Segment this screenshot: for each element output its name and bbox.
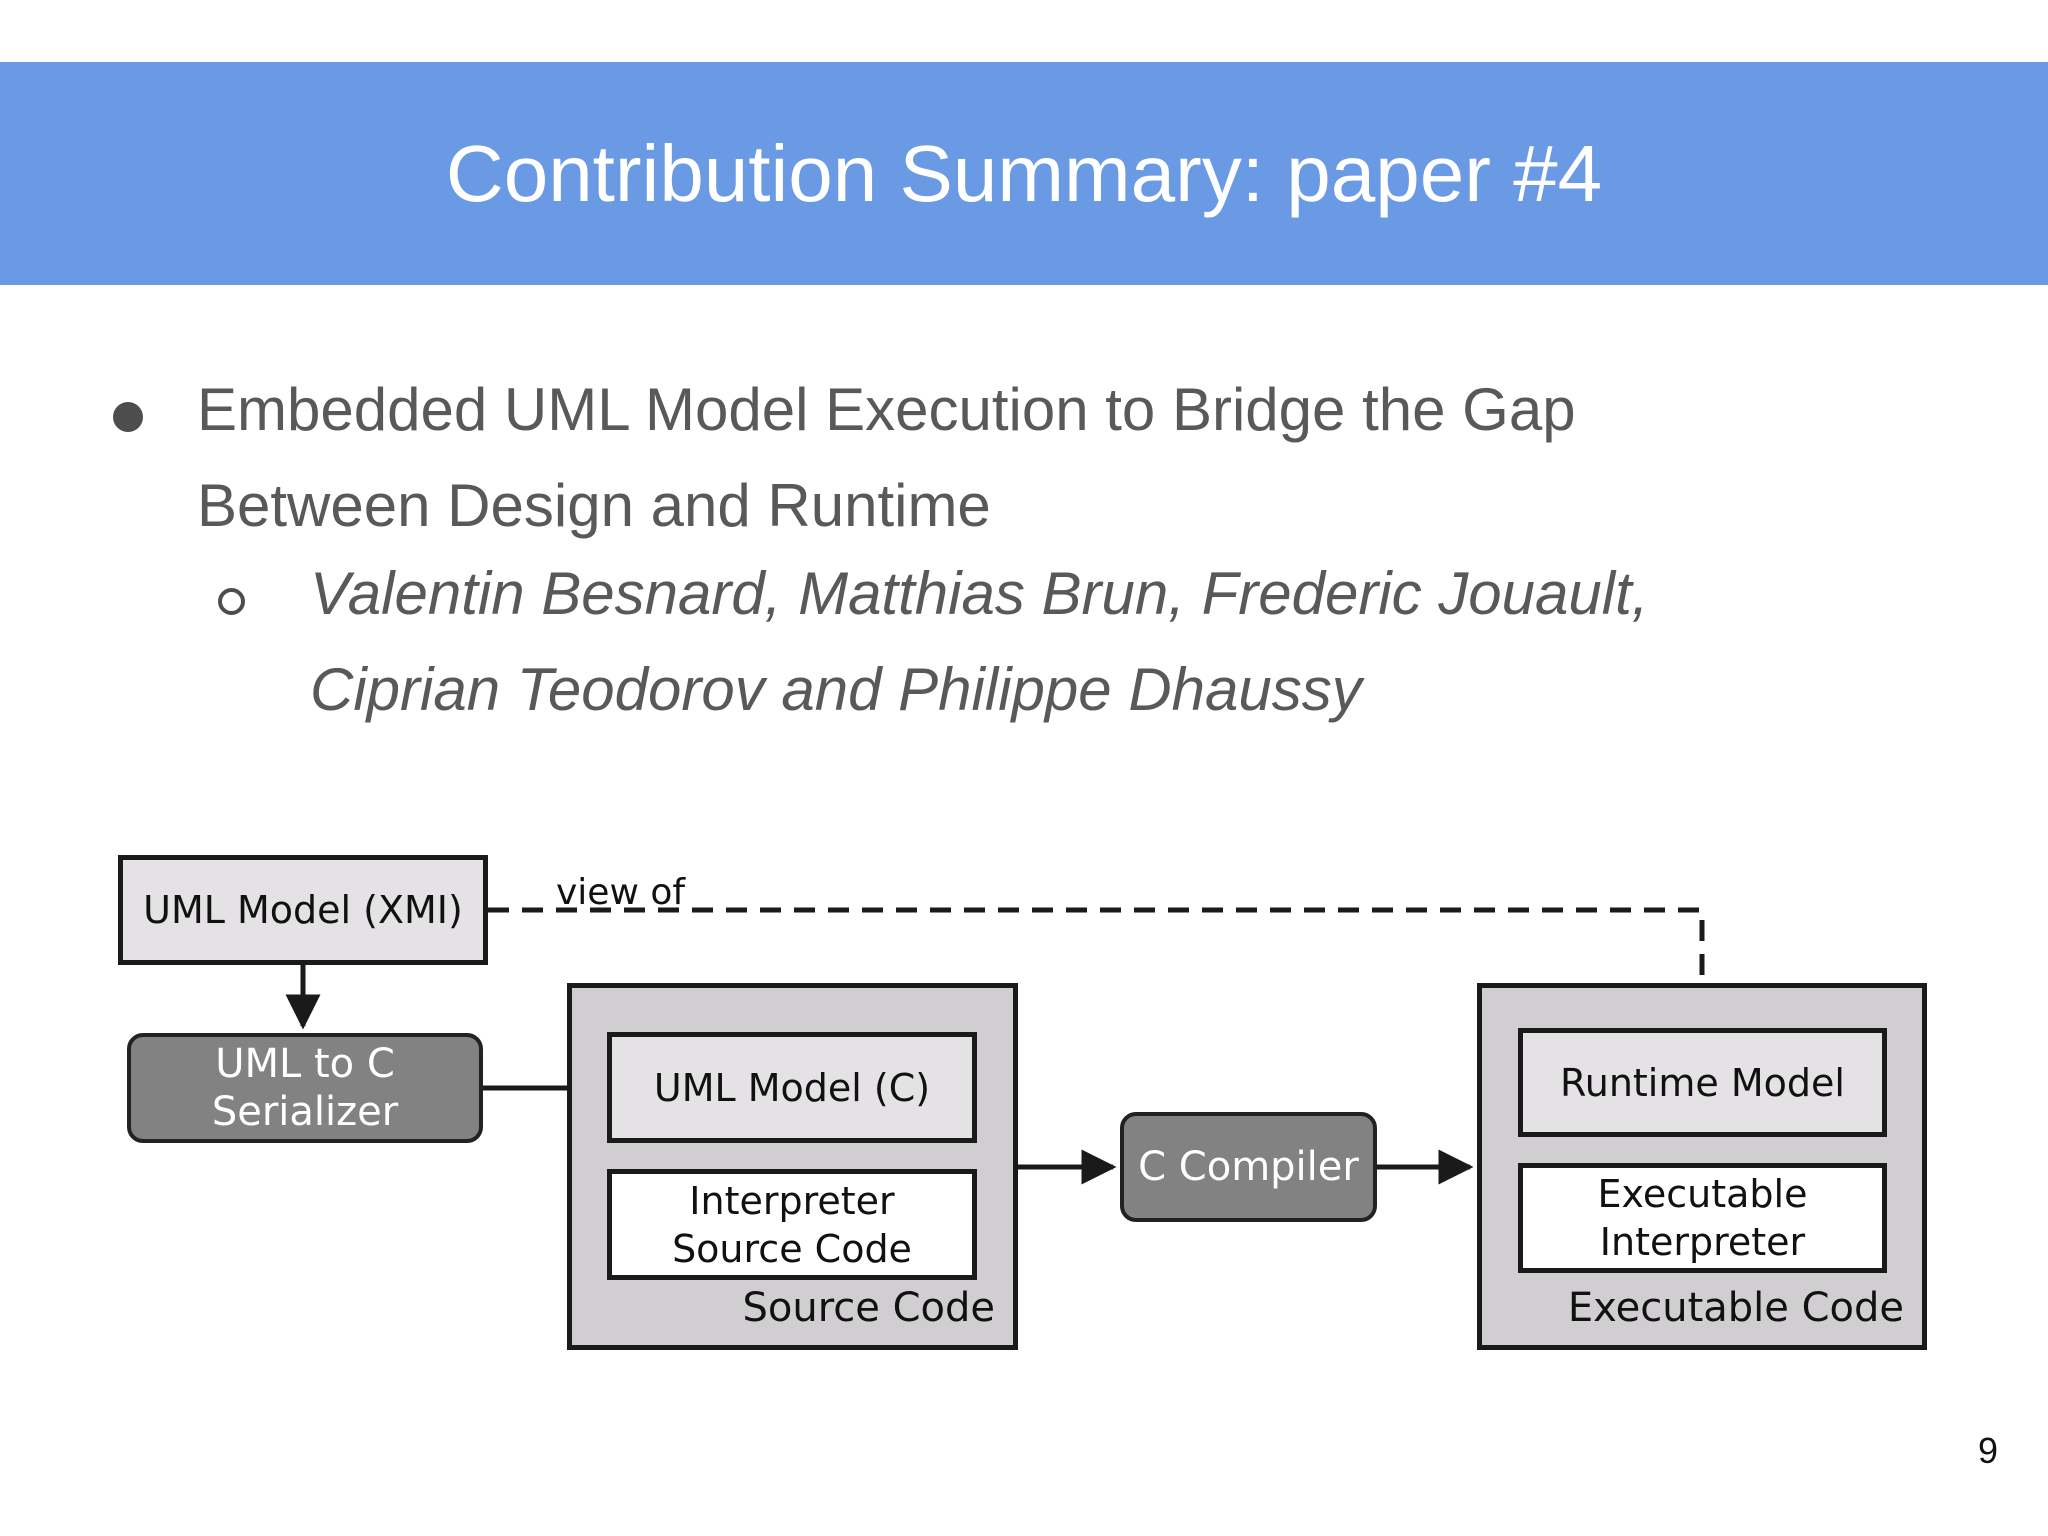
executable-interpreter-line-1: Executable [1597, 1172, 1808, 1216]
interpreter-source-code-box: Interpreter Source Code [607, 1169, 977, 1280]
executable-interpreter-box: Executable Interpreter [1518, 1163, 1887, 1273]
runtime-model-label: Runtime Model [1560, 1060, 1845, 1105]
uml-to-c-serializer-label: UML to C Serializer [211, 1041, 399, 1135]
executable-interpreter-line-2: Interpreter [1599, 1220, 1806, 1264]
authors-line-1: Valentin Besnard, Matthias Brun, Frederi… [310, 560, 1649, 627]
authors-line-2: Ciprian Teodorov and Philippe Dhaussy [310, 656, 1362, 723]
executable-code-container: Runtime Model Executable Interpreter Exe… [1477, 983, 1927, 1350]
source-code-label: Source Code [742, 1285, 996, 1331]
uml-model-c-box: UML Model (C) [607, 1032, 977, 1143]
main-bullet: Embedded UML Model Execution to Bridge t… [197, 362, 1897, 554]
interpreter-line-2: Source Code [672, 1226, 912, 1271]
uml-model-c-label: UML Model (C) [653, 1065, 931, 1110]
page-number: 9 [1978, 1430, 1999, 1471]
executable-code-label: Executable Code [1567, 1285, 1904, 1331]
main-bullet-line-1: Embedded UML Model Execution to Bridge t… [197, 376, 1576, 443]
interpreter-line-1: Interpreter [689, 1178, 895, 1223]
view-of-label: view of [556, 872, 686, 913]
sub-bullet-icon [218, 588, 245, 615]
uml-to-c-serializer-box: UML to C Serializer [127, 1033, 483, 1143]
c-compiler-box: C Compiler [1120, 1112, 1377, 1222]
authors-bullet: Valentin Besnard, Matthias Brun, Frederi… [310, 546, 1810, 738]
bullet-icon [113, 402, 143, 432]
source-code-container: UML Model (C) Interpreter Source Code So… [567, 983, 1018, 1350]
runtime-model-box: Runtime Model [1518, 1028, 1887, 1137]
c-compiler-label: C Compiler [1138, 1144, 1359, 1190]
slide-header: Contribution Summary: paper #4 [0, 62, 2048, 285]
main-bullet-line-2: Between Design and Runtime [197, 472, 991, 539]
uml-model-xmi-box: UML Model (XMI) [118, 855, 488, 965]
slide-title: Contribution Summary: paper #4 [445, 128, 1603, 218]
uml-model-xmi-label: UML Model (XMI) [143, 888, 463, 932]
